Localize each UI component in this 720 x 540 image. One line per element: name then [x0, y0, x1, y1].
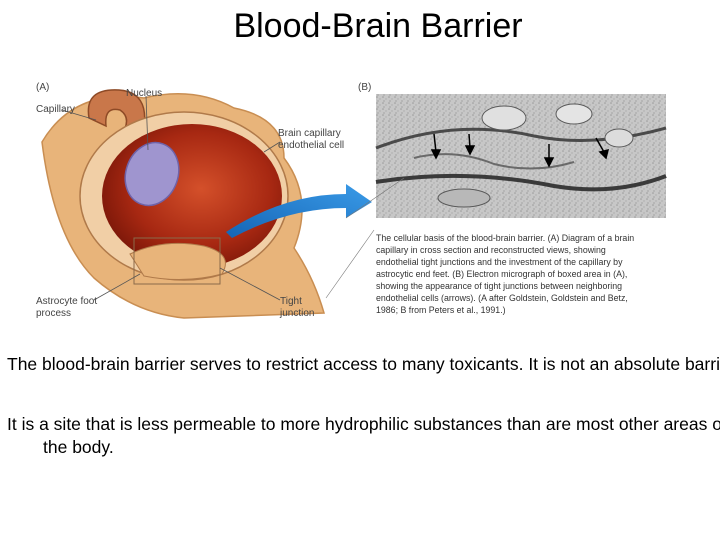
caption-line: endothelial tight junctions and the inve…: [376, 257, 623, 267]
label-endothelial-line2: endothelial cell: [278, 140, 344, 151]
tight-junction-arrows: [430, 133, 610, 168]
panel-b-label: (B): [358, 82, 371, 93]
label-nucleus: Nucleus: [126, 88, 162, 99]
slide-title: Blood-Brain Barrier: [233, 7, 523, 45]
caption-line: capillary in cross section and reconstru…: [376, 245, 606, 255]
caption-line: endothelial cells (arrows). (A after Gol…: [376, 293, 628, 303]
label-tight-line2: junction: [279, 308, 314, 319]
panel-a-label: (A): [36, 82, 49, 93]
caption-line: 1986; B from Peters et al., 1991.): [376, 305, 506, 315]
label-astrocyte-line1: Astrocyte foot: [36, 296, 97, 307]
blood-brain-barrier-figure: (A) (B) Capillary Nucleus Brain capillar…: [34, 78, 684, 322]
caption-line: astrocytic end feet. (B) Electron microg…: [376, 269, 627, 279]
caption-line: The cellular basis of the blood-brain ba…: [376, 233, 634, 243]
figure-caption: The cellular basis of the blood-brain ba…: [376, 233, 634, 315]
panel-b-micrograph: [325, 94, 667, 299]
zoom-arrow: [226, 184, 372, 238]
label-astrocyte-line2: process: [36, 308, 71, 319]
panel-a-diagram: [41, 89, 325, 319]
body-paragraph-1: The blood-brain barrier serves to restri…: [7, 354, 720, 374]
astrocyte-foot-pad: [129, 242, 226, 281]
label-tight-line1: Tight: [280, 296, 302, 307]
boxed-area: [133, 237, 221, 285]
caption-line: showing the appearance of tight junction…: [376, 281, 622, 291]
label-endothelial-line1: Brain capillary: [278, 128, 341, 139]
body-paragraph-2: It is a site that is less permeable to m…: [7, 414, 720, 457]
label-capillary: Capillary: [36, 104, 75, 115]
nucleus: [124, 141, 180, 207]
